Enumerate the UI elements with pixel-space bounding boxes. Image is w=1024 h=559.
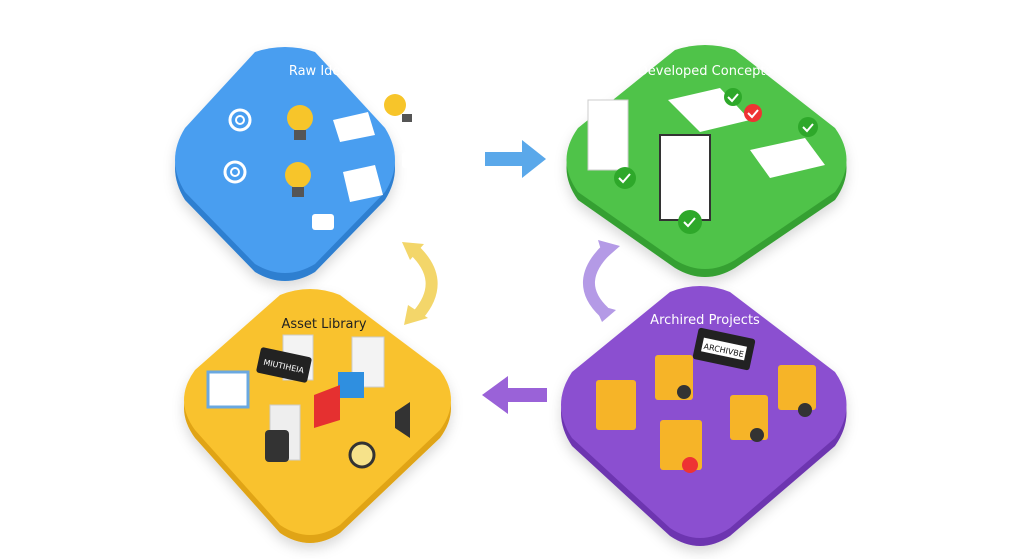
lightbulb-icon — [287, 105, 313, 140]
title-raw-ideas: Raw Ideas — [289, 64, 356, 79]
speaker-icon — [348, 441, 376, 469]
image-icon — [206, 370, 250, 409]
spiral-icon — [223, 160, 247, 184]
title-archived-projects: Archired Projects — [650, 313, 760, 328]
seal-icon — [682, 457, 698, 473]
check-icon — [744, 104, 762, 122]
multimedia-badge: MIUTIHEIA — [256, 347, 312, 383]
swap-card-icon — [402, 152, 424, 168]
speaker-icon — [395, 402, 410, 438]
seal-icon — [798, 403, 812, 417]
document-stack-icon — [587, 99, 629, 171]
lightbulb-icon — [384, 94, 412, 122]
folder-icon — [596, 380, 636, 430]
check-icon — [724, 88, 742, 106]
note-icon — [333, 112, 375, 142]
title-developed-concepts: Developed Concepts — [638, 64, 773, 79]
title-asset-library: Asset Library — [281, 317, 366, 332]
seal-icon — [677, 385, 691, 399]
folder-icon — [778, 365, 816, 410]
check-icon — [614, 167, 636, 189]
document-icon — [750, 138, 825, 178]
lightbulb-icon — [285, 162, 311, 197]
archive-badge: ARCHIVBE — [692, 327, 756, 371]
tile-raw-ideas — [175, 47, 395, 281]
database-icon — [265, 430, 289, 462]
seal-icon — [750, 428, 764, 442]
cycle-arrow-purple — [583, 240, 620, 322]
notepad-icon — [343, 165, 383, 202]
spiral-icon — [228, 108, 252, 132]
swap-card-icon — [312, 214, 334, 230]
play-icon — [314, 385, 340, 428]
video-icon — [338, 372, 364, 398]
document-icon — [659, 134, 711, 221]
arrow-right — [485, 140, 546, 178]
check-icon — [678, 210, 702, 234]
cycle-arrow-yellow — [402, 242, 438, 325]
check-icon — [798, 117, 818, 137]
tile-archived-projects — [561, 286, 847, 546]
arrow-left — [482, 376, 547, 414]
